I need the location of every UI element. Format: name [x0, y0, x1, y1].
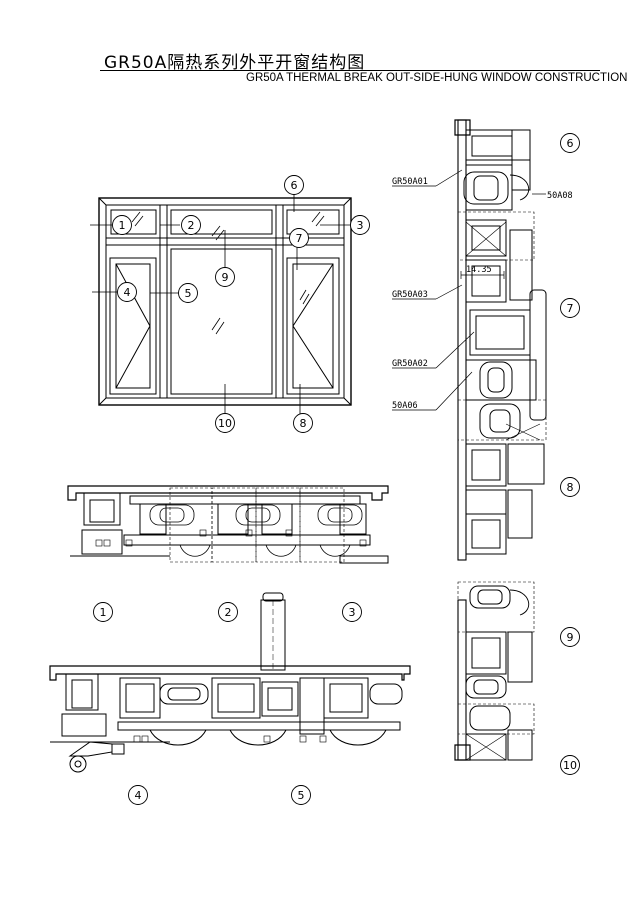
label-dimension: 14.35: [466, 265, 492, 275]
callout-number: 7: [296, 232, 303, 245]
label-50a06: 50A06: [392, 401, 418, 411]
callout-6: 6: [284, 175, 304, 195]
callout-5: 5: [291, 785, 311, 805]
callout-number: 4: [124, 286, 131, 299]
callout-number: 7: [567, 302, 574, 315]
callout-number: 8: [300, 417, 307, 430]
callout-number: 3: [357, 219, 364, 232]
title-english: GR50A THERMAL BREAK OUT-SIDE-HUNG WINDOW…: [246, 72, 628, 84]
horizontal-section: [67, 485, 389, 564]
callout-number: 2: [188, 219, 195, 232]
callout-number: 5: [298, 789, 305, 802]
callout-10: 10: [215, 413, 235, 433]
title-rule: [100, 70, 600, 72]
callout-9: 9: [560, 627, 580, 647]
callout-2: 2: [218, 602, 238, 622]
label-50a08: 50A08: [547, 191, 573, 201]
callout-number: 9: [222, 271, 229, 284]
callout-2: 2: [181, 215, 201, 235]
callout-9: 9: [215, 267, 235, 287]
callout-number: 5: [185, 287, 192, 300]
callout-number: 9: [567, 631, 574, 644]
callout-number: 2: [225, 606, 232, 619]
callout-8: 8: [293, 413, 313, 433]
bottom-section: [49, 592, 411, 773]
callout-4: 4: [128, 785, 148, 805]
callout-layer: 1 2 3 6 7 9 4 5 10 8 6 7 8 9 10 1 2 3 4 5: [93, 133, 580, 805]
callout-number: 8: [567, 481, 574, 494]
callout-7: 7: [289, 228, 309, 248]
vertical-section-lower: [454, 399, 547, 761]
callout-4: 4: [117, 282, 137, 302]
callout-number: 6: [291, 179, 298, 192]
callout-number: 10: [218, 417, 232, 430]
profile-leaders: [392, 169, 546, 411]
label-gr50a03: GR50A03: [392, 290, 428, 300]
callout-number: 3: [349, 606, 356, 619]
callout-number: 6: [567, 137, 574, 150]
title-chinese: GR50A隔热系列外平开窗结构图: [104, 53, 366, 73]
callout-10: 10: [560, 755, 580, 775]
callout-number: 4: [135, 789, 142, 802]
callout-7: 7: [560, 298, 580, 318]
callout-1: 1: [93, 602, 113, 622]
callout-3: 3: [350, 215, 370, 235]
callout-1: 1: [112, 215, 132, 235]
label-gr50a02: GR50A02: [392, 359, 428, 369]
callout-3: 3: [342, 602, 362, 622]
callout-number: 10: [563, 759, 577, 772]
callout-5: 5: [178, 283, 198, 303]
callout-number: 1: [100, 606, 107, 619]
callout-6: 6: [560, 133, 580, 153]
callout-number: 1: [119, 219, 126, 232]
callout-8: 8: [560, 477, 580, 497]
label-gr50a01: GR50A01: [392, 177, 428, 187]
